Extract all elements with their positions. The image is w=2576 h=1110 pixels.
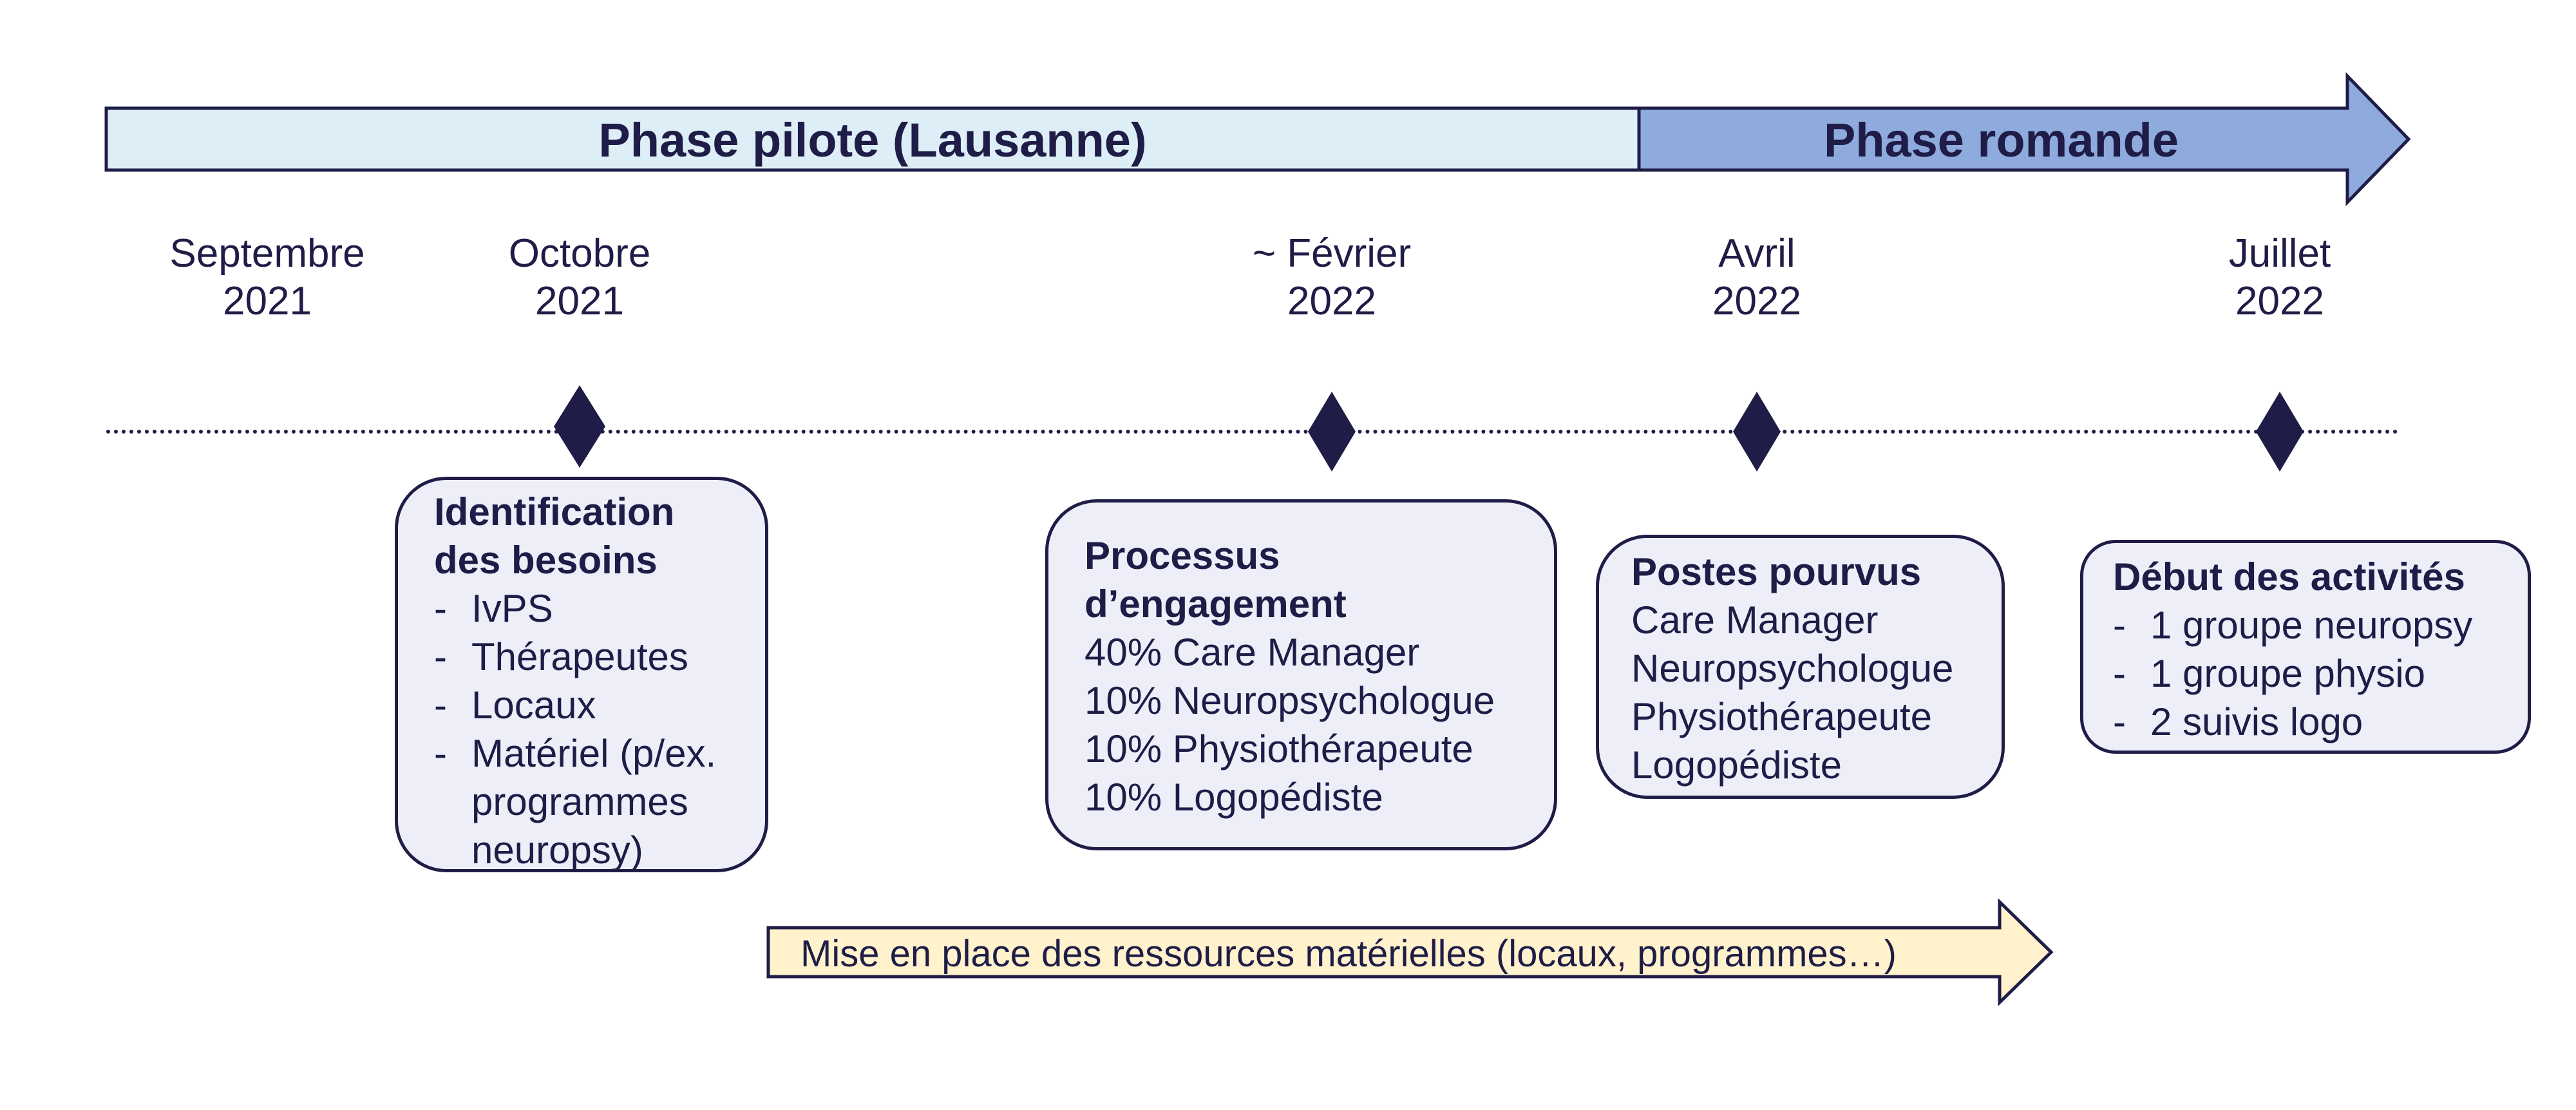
milestone-diamond-octobre — [554, 385, 605, 468]
phase-arrow — [104, 72, 2411, 207]
date-avril-2022: Avril 2022 — [1712, 230, 1801, 325]
date-year: 2022 — [1712, 279, 1801, 323]
phase-romande-arrow — [1637, 72, 2411, 207]
date-month: Octobre — [508, 231, 651, 276]
milestone-diamond-fevrier — [1308, 392, 1356, 472]
milestone-diamond-juillet — [2256, 392, 2304, 472]
list-item: 10% Neuropsychologue — [1084, 679, 1495, 722]
date-year: 2021 — [223, 279, 312, 323]
dash: - — [2113, 604, 2126, 647]
list-item: Logopédiste — [1631, 743, 1842, 787]
date-year: 2022 — [2235, 279, 2324, 323]
list-item: Care Manager — [1631, 598, 1879, 642]
dash: - — [2113, 700, 2126, 743]
date-month: Juillet — [2228, 231, 2331, 276]
date-juillet-2022: Juillet 2022 — [2229, 230, 2331, 325]
date-month: ~ Février — [1252, 231, 1412, 276]
list-item: - 1 groupe physio — [2113, 649, 2528, 698]
box-debut-activites: Début des activités - 1 groupe neuropsy … — [2080, 540, 2531, 754]
date-month: Septembre — [169, 231, 365, 276]
list-item: Physiothérapeute — [1631, 695, 1932, 738]
dash: - — [434, 635, 447, 678]
list-item: - 1 groupe neuropsy — [2113, 601, 2528, 649]
list-item: - Thérapeutes — [434, 633, 765, 681]
list-item: 40% Care Manager — [1084, 631, 1420, 674]
list-item: - Matériel (p/ex. programmes neuropsy) — [434, 729, 765, 874]
box-postes-pourvus: Postes pourvus Care Manager Neuropsychol… — [1596, 535, 2005, 799]
milestone-markers — [554, 385, 2304, 472]
date-month: Avril — [1718, 231, 1795, 276]
box-processus-engagement: Processus d’engagement 40% Care Manager … — [1045, 499, 1557, 850]
date-fevrier-2022: ~ Février 2022 — [1253, 230, 1411, 325]
list-item: 10% Logopédiste — [1084, 776, 1383, 819]
list-item: Neuropsychologue — [1631, 647, 1954, 690]
phase-romande-label: Phase romande — [1823, 113, 2179, 167]
list-item: - Locaux — [434, 681, 765, 729]
date-octobre-2021: Octobre 2021 — [509, 230, 651, 325]
box-title: Début des activités — [2113, 555, 2465, 598]
box-title: Identification — [434, 490, 675, 533]
list-item: - 2 suivis logo — [2113, 698, 2528, 746]
dash: - — [434, 732, 447, 775]
date-septembre-2021: Septembre 2021 — [169, 230, 365, 325]
dash: - — [2113, 652, 2126, 695]
phase-pilot-bar — [104, 106, 1641, 172]
dash: - — [434, 684, 447, 727]
box-title: Postes pourvus — [1631, 550, 1922, 593]
box-title: Processus — [1084, 534, 1280, 577]
milestone-diamond-avril — [1733, 392, 1781, 472]
box-identification-besoins: Identification des besoins - IvPS - Thér… — [395, 477, 768, 872]
date-year: 2022 — [1287, 279, 1376, 323]
resources-arrow-label: Mise en place des ressources matérielles… — [800, 933, 1897, 975]
list-item: - IvPS — [434, 584, 765, 633]
timeline-dotted-line — [106, 430, 2399, 434]
dash: - — [434, 587, 447, 630]
box-title: d’engagement — [1084, 582, 1347, 626]
list-item: 10% Physiothérapeute — [1084, 727, 1473, 770]
box-title: des besoins — [434, 539, 658, 582]
date-year: 2021 — [535, 279, 624, 323]
phase-pilot-label: Phase pilote (Lausanne) — [598, 113, 1147, 167]
